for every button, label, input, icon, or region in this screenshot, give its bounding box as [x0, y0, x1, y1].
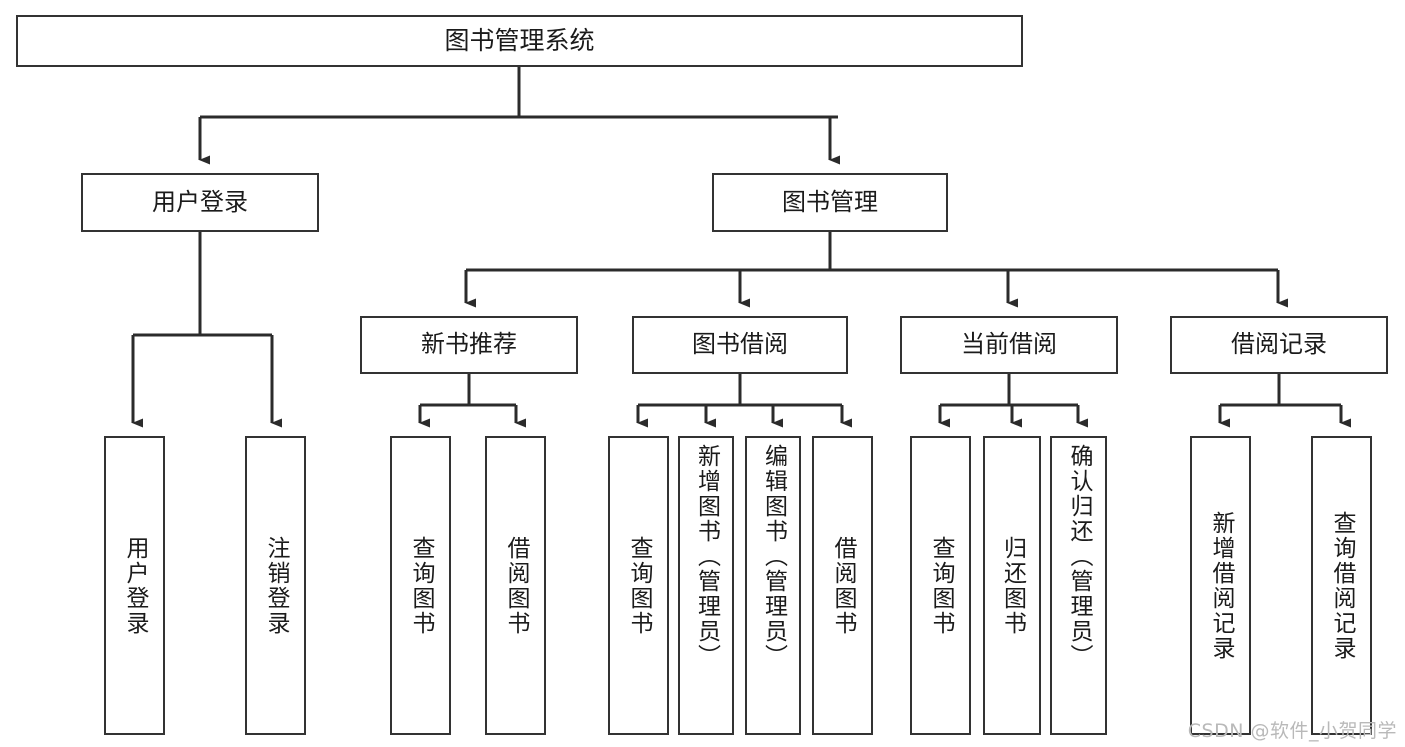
leaf-borrow-book-recommend[interactable]: 借阅图书	[485, 436, 546, 735]
node-label: 新增图书（管理员）	[693, 444, 720, 669]
node-label: 借阅图书	[830, 535, 856, 636]
leaf-add-book-admin[interactable]: 新增图书（管理员）	[678, 436, 734, 735]
leaf-borrow-book[interactable]: 借阅图书	[812, 436, 873, 735]
leaf-return-book[interactable]: 归还图书	[983, 436, 1041, 735]
node-label: 查询图书	[626, 535, 652, 636]
node-root-system[interactable]: 图书管理系统	[16, 15, 1023, 67]
csdn-watermark: CSDN @软件_小贺同学	[1187, 720, 1397, 742]
node-current-borrow[interactable]: 当前借阅	[900, 316, 1118, 374]
node-label: 图书借阅	[692, 330, 788, 359]
leaf-edit-book-admin[interactable]: 编辑图书（管理员）	[745, 436, 801, 735]
node-label: 查询图书	[408, 535, 434, 636]
leaf-query-book-current[interactable]: 查询图书	[910, 436, 971, 735]
node-label: 确认归还（管理员）	[1066, 444, 1092, 669]
leaf-user-login[interactable]: 用户登录	[104, 436, 165, 735]
node-label: 图书管理	[782, 187, 878, 216]
node-label: 当前借阅	[961, 330, 1057, 359]
node-book-borrow[interactable]: 图书借阅	[632, 316, 848, 374]
node-label: 新增借阅记录	[1208, 510, 1234, 661]
leaf-add-borrow-record[interactable]: 新增借阅记录	[1190, 436, 1251, 735]
node-label: 借阅记录	[1231, 330, 1327, 359]
node-label: 编辑图书（管理员）	[760, 444, 787, 669]
leaf-confirm-return-admin[interactable]: 确认归还（管理员）	[1050, 436, 1107, 735]
node-label: 新书推荐	[421, 330, 517, 359]
node-label: 注销登录	[263, 535, 289, 636]
node-new-book-recommend[interactable]: 新书推荐	[360, 316, 578, 374]
node-user-login[interactable]: 用户登录	[81, 173, 319, 232]
node-borrow-record[interactable]: 借阅记录	[1170, 316, 1388, 374]
node-label: 图书管理系统	[444, 25, 595, 55]
leaf-query-borrow-record[interactable]: 查询借阅记录	[1311, 436, 1372, 735]
node-book-management[interactable]: 图书管理	[712, 173, 948, 232]
node-label: 查询借阅记录	[1329, 510, 1355, 661]
node-label: 用户登录	[152, 187, 248, 216]
leaf-logout[interactable]: 注销登录	[245, 436, 306, 735]
leaf-query-book-recommend[interactable]: 查询图书	[390, 436, 451, 735]
leaf-query-book-borrow[interactable]: 查询图书	[608, 436, 669, 735]
node-label: 用户登录	[122, 535, 148, 636]
node-label: 查询图书	[928, 535, 954, 636]
node-label: 归还图书	[999, 535, 1026, 636]
node-label: 借阅图书	[503, 535, 529, 636]
